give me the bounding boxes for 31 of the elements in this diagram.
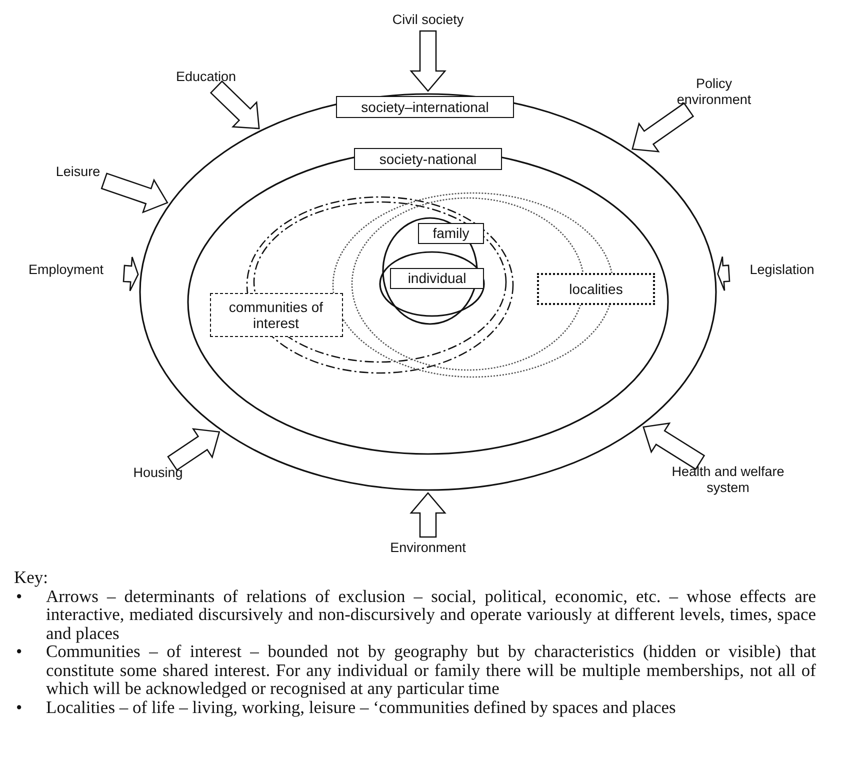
region-label: localities: [537, 273, 655, 305]
key-item-text: Arrows – determinants of relations of exclusion – social, political, economic, etc. – whose effects are interactive, mediated discursively and non-discursively and operate variously at different levels, times, space and places: [46, 586, 816, 642]
block-arrow: [410, 492, 446, 538]
region-label: individual: [390, 268, 484, 288]
factor-label: Environment: [373, 540, 483, 556]
factor-label: Education: [156, 69, 256, 85]
bullet: •: [15, 698, 24, 716]
region-label: society–international: [336, 96, 514, 118]
block-arrow: [210, 80, 260, 130]
block-arrow: [410, 30, 446, 92]
factor-label: Civil society: [368, 12, 488, 28]
region-label: family: [418, 222, 484, 244]
factor-label: Policy environment: [666, 76, 762, 108]
block-arrow: [100, 172, 168, 214]
factor-label: Health and welfare system: [668, 464, 788, 496]
key-heading: Key:: [14, 568, 50, 586]
block-arrow: [122, 256, 139, 292]
region-label: society-national: [354, 148, 502, 170]
bullet: •: [16, 586, 22, 605]
factor-label: Leisure: [43, 164, 113, 180]
block-arrow: [717, 256, 730, 292]
bullet: •: [15, 642, 24, 660]
factor-label: Housing: [118, 465, 198, 481]
key-item-text: Communities – of interest – bounded not by geography but by characteristics (hidden or visible) that constitute some shared interest. For any individual or family there will be multiple memberships, not all of which will be acknowledged or recognised at any particular time: [46, 642, 816, 698]
factor-label: Legislation: [732, 262, 832, 278]
key-item-text: Localities – of life – living, working, leisure – ‘communities defined by spaces and places: [46, 698, 677, 716]
block-arrow: [167, 428, 220, 471]
block-arrow: [632, 102, 694, 152]
region-label: communities of interest: [210, 293, 342, 337]
block-arrow: [642, 422, 706, 470]
factor-label: Employment: [11, 262, 121, 278]
